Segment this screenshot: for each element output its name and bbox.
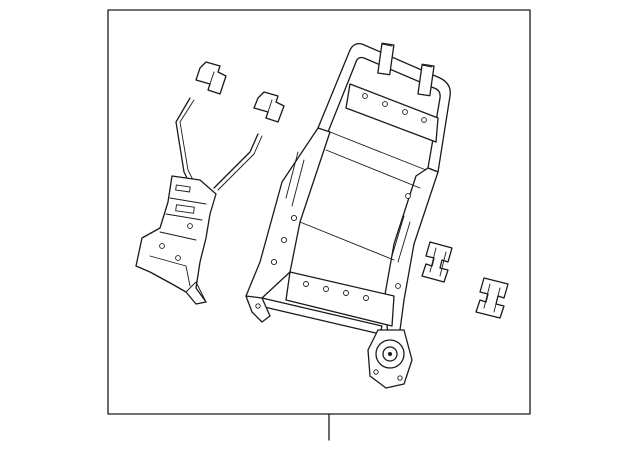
diagram-frame-box — [107, 9, 531, 415]
frame-left-foot — [245, 295, 271, 323]
frame-lower-cross — [285, 271, 395, 327]
frame-upper-panel — [345, 83, 439, 143]
headrest-guide-caps — [381, 43, 433, 68]
wire-left-rod-inner — [179, 99, 195, 183]
bracket-clip-1[interactable] — [421, 241, 453, 283]
wire-right-rod-inner — [217, 135, 263, 191]
headrest-wire[interactable] — [175, 97, 263, 191]
wire-right-rod — [213, 133, 259, 189]
guide-clip-1[interactable] — [195, 61, 227, 95]
bracket-clip-2[interactable] — [475, 277, 509, 319]
frame-left-side — [245, 127, 331, 301]
bracket-clip-2-body — [475, 277, 509, 319]
guide-clip-1-body — [195, 61, 227, 95]
bracket-clip-1-body — [421, 241, 453, 283]
guide-clip-2-body — [253, 91, 285, 123]
headrest-guide-left — [377, 42, 395, 76]
recliner-cover-body — [135, 175, 217, 305]
guide-clip-2[interactable] — [253, 91, 285, 123]
frame-back-panel — [299, 131, 427, 261]
headrest-guide-right — [417, 63, 435, 97]
recliner-cover[interactable] — [135, 175, 217, 305]
seat-back-frame[interactable] — [245, 42, 451, 389]
